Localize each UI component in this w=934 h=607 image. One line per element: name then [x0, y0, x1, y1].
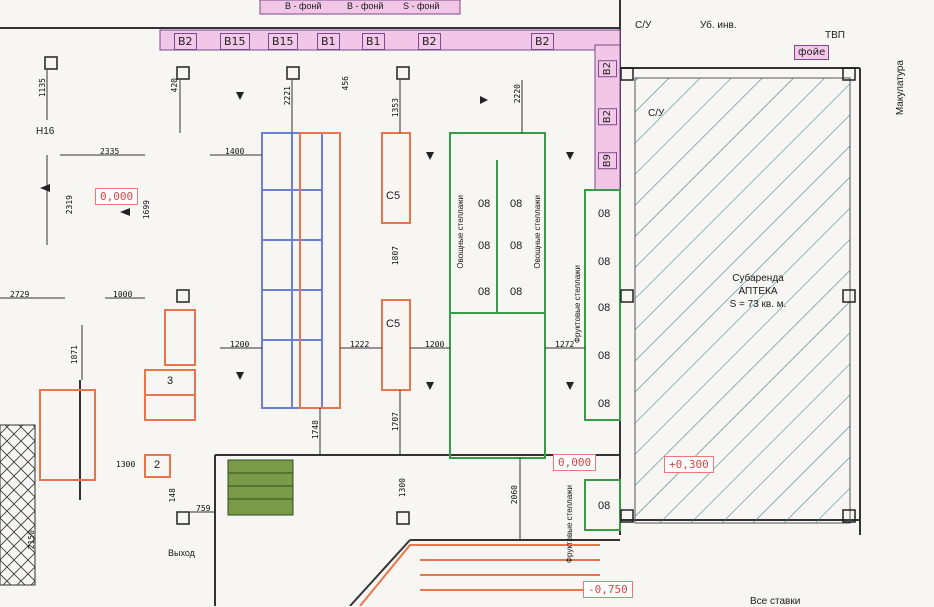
- shelving-green: [449, 132, 621, 531]
- code-b2-1: B2: [174, 33, 197, 50]
- dim-2335: 2335: [100, 147, 120, 156]
- bottom-right-label: Все ставки: [750, 596, 801, 607]
- dimension-lines: [0, 70, 585, 540]
- shelving-blue: [261, 132, 323, 409]
- restroom-label-1: С/У: [635, 20, 652, 31]
- code-b2-3: B2: [531, 33, 554, 50]
- dim-1272: 1272: [555, 340, 575, 349]
- shelf-08-12: 08: [598, 500, 611, 512]
- shelf-08-9: 08: [598, 302, 611, 314]
- shelf-08-4: 08: [510, 240, 523, 252]
- code-b15-1: B15: [220, 33, 250, 50]
- flow-arrows: [40, 92, 574, 390]
- dim-2729: 2729: [10, 290, 30, 299]
- dim-2060: 2060: [510, 485, 519, 505]
- shelf-c5-2: C5: [386, 318, 401, 330]
- tenant-line-1: Субаренда: [732, 273, 784, 284]
- shelf-08-3: 08: [478, 240, 491, 252]
- shelf-08-2: 08: [510, 198, 523, 210]
- shelf-08-8: 08: [598, 256, 611, 268]
- dim-1353: 1353: [391, 98, 400, 118]
- dim-1200-2: 1200: [425, 340, 445, 349]
- dim-759: 759: [196, 504, 211, 513]
- tvp-label: ТВП: [825, 30, 845, 41]
- top-strip-label-2: B - фонй: [347, 1, 384, 11]
- code-b2-2: B2: [418, 33, 441, 50]
- level-mark-2: 0,000: [553, 454, 597, 471]
- foyer-label: фойе: [794, 45, 830, 60]
- side-code-b2-2: B2: [598, 108, 617, 126]
- dim-1748: 1748: [311, 420, 320, 440]
- dim-1000: 1000: [113, 290, 133, 299]
- dim-1200-1: 1200: [230, 340, 250, 349]
- tenant-line-3: S = 73 кв. м.: [729, 299, 787, 310]
- dim-420: 420: [170, 78, 179, 93]
- dim-2150: 2150: [27, 530, 36, 550]
- dim-1707: 1707: [391, 412, 400, 432]
- columns: [44, 56, 856, 525]
- fruit-shelf-label-1: Фруктовые стеллажи: [573, 265, 582, 344]
- dim-2319: 2319: [65, 195, 74, 215]
- top-strip-label-1: B - фонй: [285, 1, 322, 11]
- tenant-label: Субаренда АПТЕКА S = 73 кв. м.: [688, 272, 828, 311]
- h16-label: Н16: [36, 126, 55, 137]
- dim-148: 148: [168, 488, 177, 503]
- pharmacy-area: [634, 77, 851, 524]
- dim-1400: 1400: [225, 147, 245, 156]
- counter-number-3: 3: [167, 375, 174, 387]
- tenant-line-2: АПТЕКА: [738, 286, 778, 297]
- shelf-08-11: 08: [598, 398, 611, 410]
- shelf-c5-1: C5: [386, 190, 401, 202]
- shelf-08-7: 08: [598, 208, 611, 220]
- code-b15-2: B15: [268, 33, 298, 50]
- top-strip-label-3: S - фонй: [403, 1, 440, 11]
- shelf-08-1: 08: [478, 198, 491, 210]
- side-code-b9: B9: [598, 152, 617, 170]
- restroom-label-accessible: Уб. инв.: [700, 20, 737, 31]
- produce-bin: [227, 459, 294, 516]
- makulatura-label: Макулатура: [895, 60, 906, 116]
- restroom-label-2: С/У: [648, 108, 665, 119]
- fruit-shelf-label-2: Фруктовые стеллажи: [565, 485, 574, 564]
- dim-1222: 1222: [350, 340, 370, 349]
- dim-2221: 2221: [283, 86, 292, 106]
- left-hatch: [0, 424, 36, 586]
- level-mark-1: 0,000: [95, 188, 139, 205]
- counters: [39, 309, 196, 481]
- level-mark-3: +0,300: [664, 456, 714, 473]
- top-strip-2: [259, 0, 461, 15]
- counter-number-2: 2: [154, 459, 161, 471]
- dim-1300-1: 1300: [398, 478, 407, 498]
- side-code-b2-1: B2: [598, 60, 617, 78]
- dim-1699: 1699: [142, 200, 151, 220]
- dim-1807: 1807: [391, 246, 400, 266]
- shelf-08-10: 08: [598, 350, 611, 362]
- shelf-08-6: 08: [510, 286, 523, 298]
- dim-1135: 1135: [38, 78, 47, 98]
- code-b1-2: B1: [362, 33, 385, 50]
- dim-1300-2: 1300: [116, 460, 136, 469]
- shelf-08-5: 08: [478, 286, 491, 298]
- exit-label: Выход: [168, 548, 195, 558]
- veg-shelf-label-2: Овощные стеллажи: [533, 195, 542, 269]
- dim-1871: 1871: [70, 345, 79, 365]
- veg-shelf-label-1: Овощные стеллажи: [456, 195, 465, 269]
- code-b1-1: B1: [317, 33, 340, 50]
- dim-456: 456: [341, 76, 350, 91]
- level-mark-4: -0,750: [583, 581, 633, 598]
- dim-2220: 2220: [513, 84, 522, 104]
- stairs: [359, 544, 600, 606]
- shelving-orange: [299, 132, 411, 409]
